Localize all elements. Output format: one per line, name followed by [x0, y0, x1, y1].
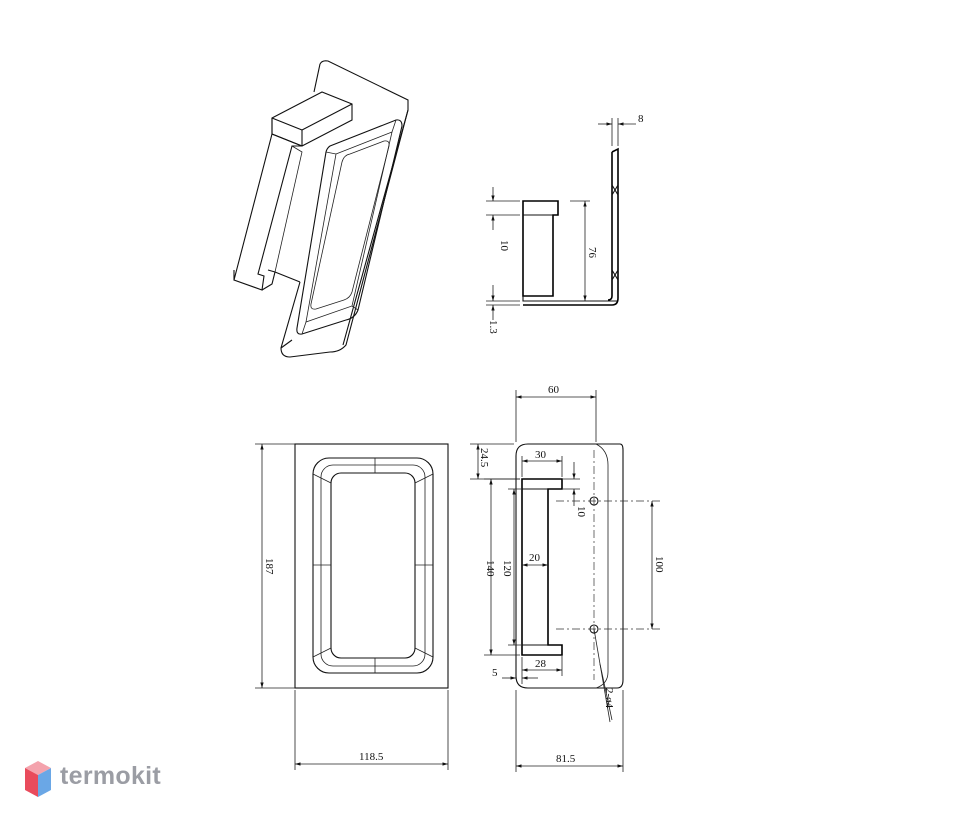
- dim-81-5: 81.5: [556, 753, 576, 765]
- dim-8: 8: [638, 113, 644, 125]
- dim-76: 76: [586, 247, 598, 259]
- dim-30: 30: [535, 449, 547, 461]
- dim-187: 187: [263, 558, 275, 575]
- dim-118-5: 118.5: [359, 751, 384, 763]
- dim-10-back: 10: [575, 506, 587, 518]
- dim-20: 20: [529, 552, 541, 564]
- dim-140: 140: [484, 560, 496, 577]
- dim-10-side: 10: [498, 240, 510, 252]
- termokit-logo-icon: [25, 761, 51, 797]
- back-view: 60 24.5 30 10 20 120 140 100 28: [470, 384, 665, 772]
- dim-hole-callout: 2-ø4: [603, 688, 615, 709]
- dim-60: 60: [548, 384, 560, 396]
- dim-24-5: 24.5: [478, 448, 490, 468]
- front-view: 187 118.5: [255, 443, 449, 770]
- dim-28: 28: [535, 658, 547, 670]
- dim-100: 100: [653, 556, 665, 573]
- side-view: 8 10 76 1.3: [486, 113, 644, 334]
- dim-120: 120: [501, 560, 513, 577]
- dim-1-3: 1.3: [487, 320, 499, 334]
- dim-5: 5: [492, 667, 498, 679]
- isometric-view: [233, 60, 409, 358]
- brand-name: termokit: [60, 762, 162, 790]
